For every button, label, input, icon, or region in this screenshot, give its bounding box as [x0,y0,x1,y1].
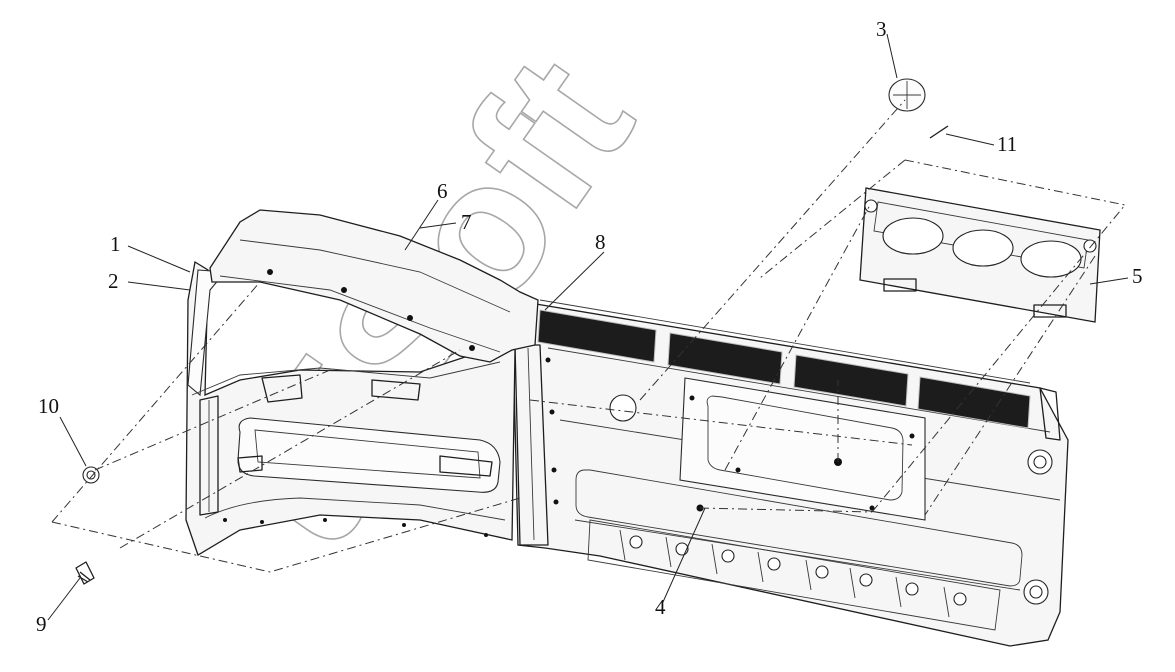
callout-8: 8 [595,230,606,254]
callout-9: 9 [36,612,47,636]
grille-vents [537,309,1031,429]
bolt-part [75,561,95,585]
left-end-cap [185,260,516,556]
callout-7: 7 [461,210,472,234]
pin-part [929,125,949,139]
callout-11: 11 [997,132,1017,156]
callout-4: 4 [655,595,666,619]
upper-trim-strip [209,209,539,363]
center-recess [679,377,926,521]
leader-lines [47,33,1129,621]
callout-6: 6 [437,179,448,203]
callout-3: 3 [876,17,887,41]
callout-1: 1 [110,232,121,256]
inner-opening [237,417,501,493]
bottom-mounting-holes [587,519,1001,631]
washer-part [82,466,100,484]
assembly-lines [51,99,1126,573]
callout-5: 5 [1132,264,1143,288]
vent-frame-part [859,187,1101,323]
round-cap-part [888,78,926,112]
panel-round-hole [609,394,637,422]
callout-2: 2 [108,269,119,293]
callout-labels: 1 2 3 4 5 6 7 8 9 10 11 [36,17,1143,636]
callout-10: 10 [38,394,59,418]
